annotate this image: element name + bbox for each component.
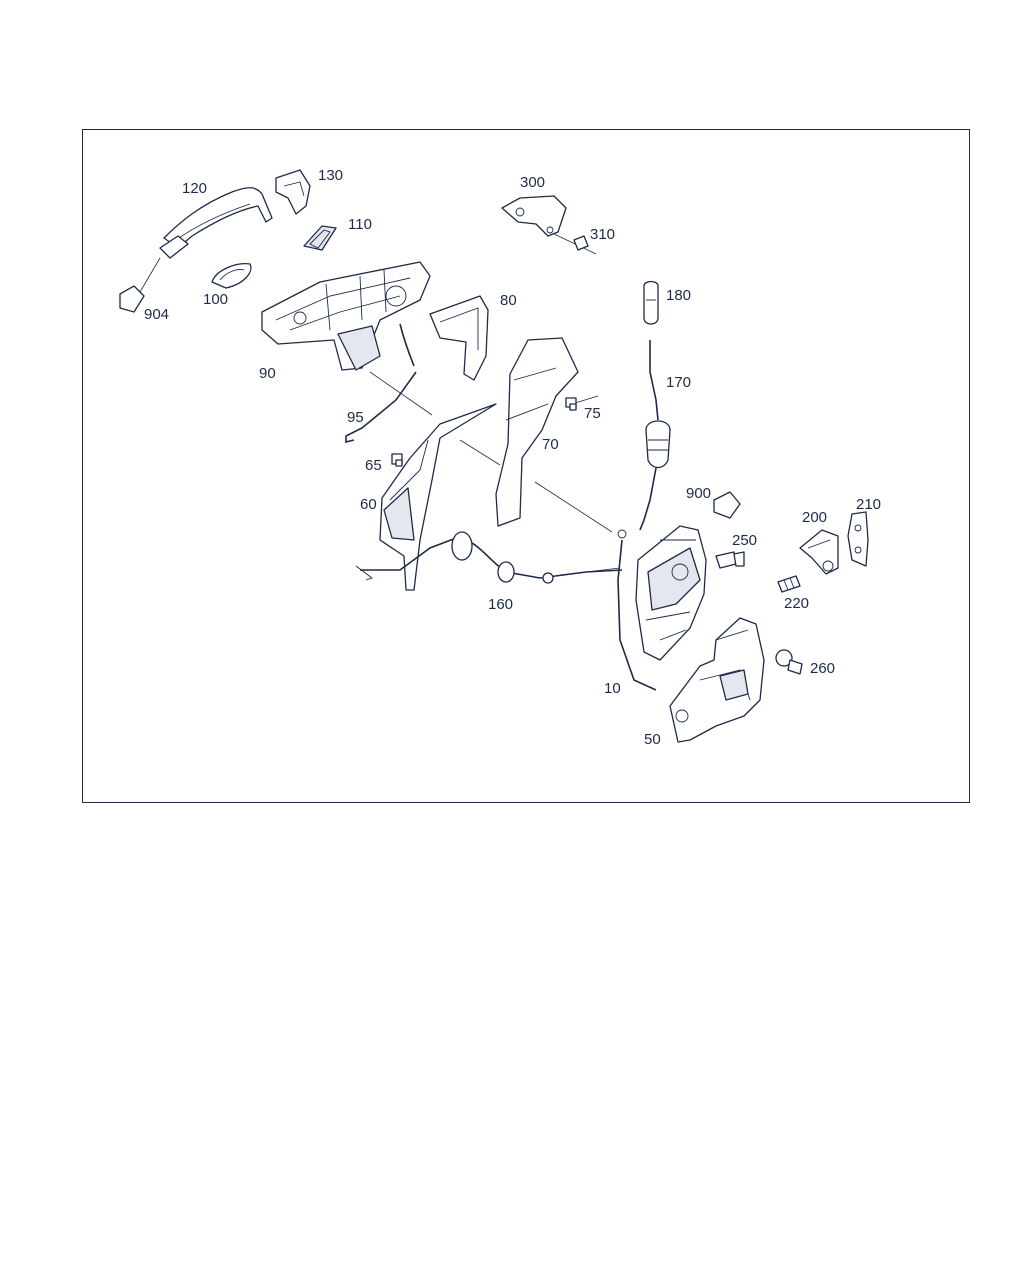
part-310-nut <box>573 235 589 251</box>
label-100: 100 <box>203 291 228 308</box>
part-180-lock-knob <box>643 280 659 325</box>
label-70: 70 <box>542 436 559 453</box>
part-260-screw <box>775 649 803 675</box>
label-250: 250 <box>732 532 757 549</box>
part-65-screw <box>391 453 403 467</box>
label-160: 160 <box>488 596 513 613</box>
label-300: 300 <box>520 174 545 191</box>
label-80: 80 <box>500 292 517 309</box>
part-220-screw <box>777 575 801 593</box>
part-904-clip <box>119 285 145 313</box>
label-210: 210 <box>856 496 881 513</box>
part-10-door-lock <box>617 525 707 691</box>
label-90: 90 <box>259 365 276 382</box>
part-120-outer-handle <box>159 187 273 259</box>
label-130: 130 <box>318 167 343 184</box>
part-900-clip <box>713 491 741 519</box>
label-180: 180 <box>666 287 691 304</box>
part-70-cover <box>495 337 579 527</box>
part-50-lock-bracket <box>669 617 765 743</box>
part-100-seal <box>211 263 252 289</box>
label-170: 170 <box>666 374 691 391</box>
part-90-handle-carrier <box>261 261 431 371</box>
label-260: 260 <box>810 660 835 677</box>
label-110: 110 <box>348 216 372 233</box>
part-130-handle-cap <box>275 169 311 215</box>
part-75-screw <box>565 397 577 411</box>
label-310: 310 <box>590 226 615 243</box>
part-300-bracket <box>501 195 567 237</box>
label-65: 65 <box>365 457 382 474</box>
leader-lines <box>139 231 621 576</box>
part-170-lock-rod <box>639 340 671 531</box>
label-75: 75 <box>584 405 601 422</box>
part-110-gasket <box>303 225 337 251</box>
part-labels: 120 130 110 100 904 90 80 95 65 60 70 75… <box>144 167 881 748</box>
label-120: 120 <box>182 180 207 197</box>
part-200-striker <box>799 529 839 575</box>
label-50: 50 <box>644 731 661 748</box>
part-80-bracket <box>429 295 489 381</box>
label-220: 220 <box>784 595 809 612</box>
diagram-frame <box>82 129 970 803</box>
label-60: 60 <box>360 496 377 513</box>
part-60-trim <box>379 403 497 591</box>
label-200: 200 <box>802 509 827 526</box>
label-900: 900 <box>686 485 711 502</box>
part-160-bowden-cable <box>355 531 623 584</box>
part-210-shim-plate <box>847 511 869 567</box>
label-904: 904 <box>144 306 169 323</box>
label-95: 95 <box>347 409 364 426</box>
label-10: 10 <box>604 680 621 697</box>
part-250-screw <box>715 551 745 569</box>
part-95-rod <box>345 371 417 444</box>
